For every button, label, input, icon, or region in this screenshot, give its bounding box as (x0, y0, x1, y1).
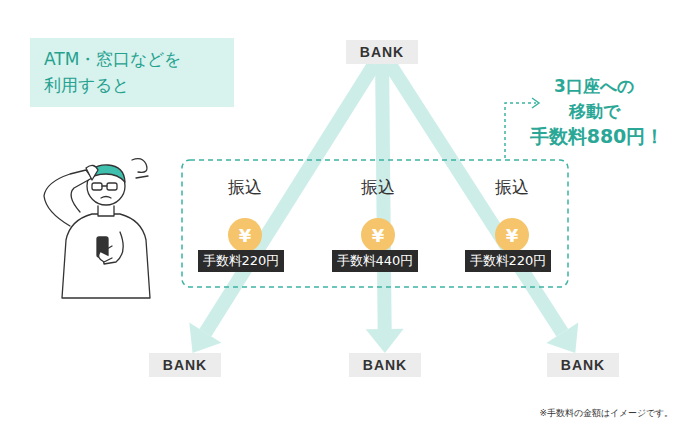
transfer-label: 振込 (361, 176, 395, 199)
fee-label: 手数料440円 (332, 250, 419, 272)
bank-box: BANK (349, 353, 421, 377)
person-hand (99, 252, 112, 262)
yen-coin: ¥ (361, 218, 395, 252)
yen-coin: ¥ (228, 218, 262, 252)
person-glasses (102, 185, 107, 186)
node-text: BANK (363, 357, 407, 373)
person-mouth (101, 197, 111, 199)
arrow-shaft (390, 64, 563, 333)
person-glasses (92, 183, 102, 190)
person-body (62, 214, 150, 298)
node-text: BANK (561, 357, 605, 373)
callout-total: 手数料880円！ (530, 124, 665, 150)
arrow-head (546, 323, 578, 353)
node-text: BANK (360, 44, 404, 60)
transfer-label: 振込 (228, 176, 262, 199)
transfer-arrow (390, 64, 579, 353)
node-text: ¥ (506, 225, 519, 246)
node-text: ATM・窓口などを 利用すると (44, 46, 220, 99)
node-text: ¥ (239, 225, 252, 246)
fee-label: 手数料220円 (198, 250, 285, 272)
callout-arrowhead (532, 98, 539, 108)
node-text: BANK (163, 357, 207, 373)
node-text: 手数料440円 (337, 252, 414, 270)
person-neck (98, 206, 114, 216)
group-dashed-frame (182, 160, 568, 287)
person-raised-arm (44, 170, 92, 226)
arrow-head (366, 329, 404, 353)
bank-box: BANK (346, 40, 418, 64)
node-text: 手数料220円 (203, 252, 280, 270)
yen-coin: ¥ (495, 218, 529, 252)
transfer-arrow (366, 64, 404, 353)
note-box: ATM・窓口などを 利用すると (30, 38, 234, 107)
footnote: ※手数料の金額はイメージです。 (539, 407, 673, 420)
worried-person (44, 159, 150, 298)
person-hand (86, 165, 98, 180)
node-text: ¥ (372, 225, 385, 246)
person-glasses (107, 183, 117, 190)
node-text: 手数料220円 (470, 252, 547, 270)
transfer-arrow (189, 64, 374, 353)
transfer-label: 振込 (495, 176, 529, 199)
confusion-squiggle (132, 159, 147, 173)
callout-text: 3口座への 移動で (544, 74, 644, 123)
bank-box: BANK (149, 353, 221, 377)
bank-box: BANK (547, 353, 619, 377)
confusion-mark (136, 176, 148, 178)
fee-label: 手数料220円 (465, 250, 552, 272)
arrow-head (189, 323, 221, 353)
